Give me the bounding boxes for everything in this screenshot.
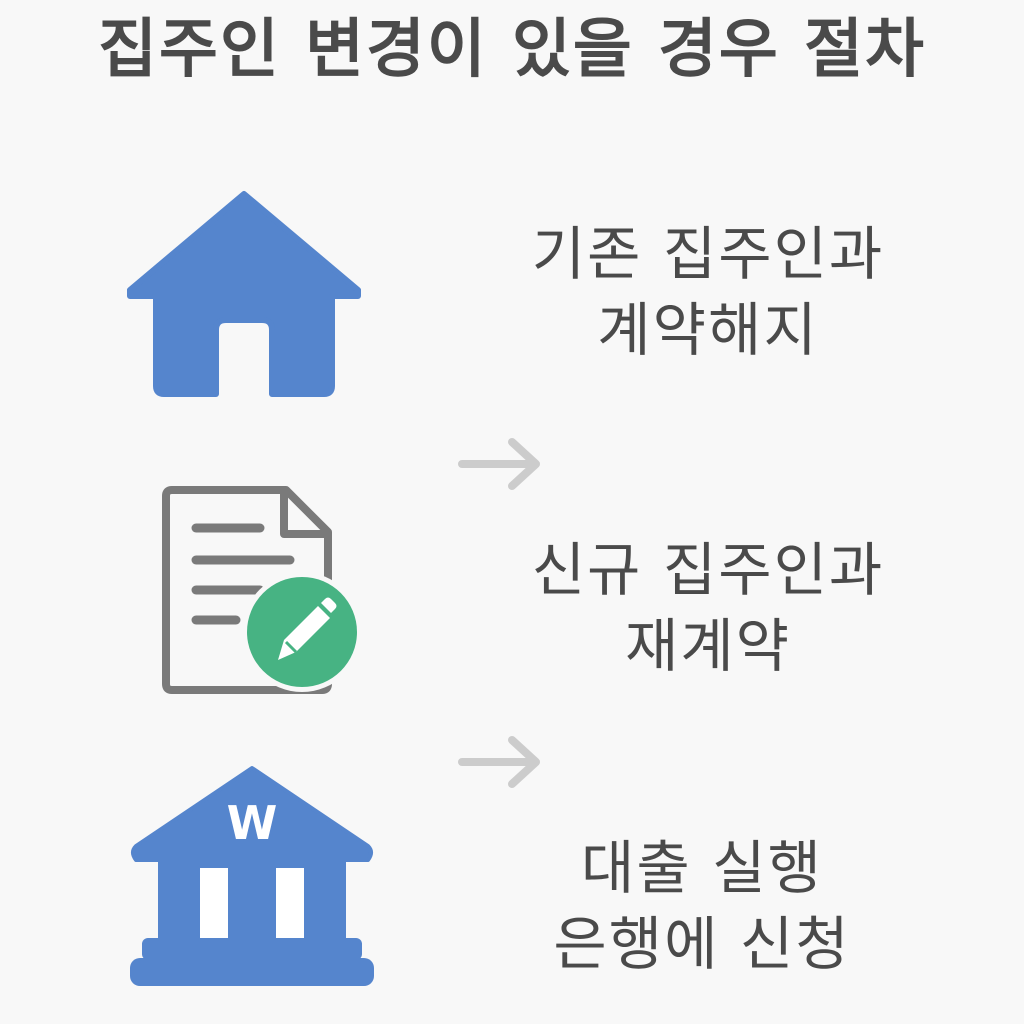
step-2-line-2: 재계약 xyxy=(624,612,792,680)
step-1-line-2: 계약해지 xyxy=(597,296,819,364)
document-edit-icon xyxy=(160,484,364,696)
step-3-text: 대출 실행 은행에 신청 xyxy=(482,830,922,982)
step-3-line-2: 은행에 신청 xyxy=(553,910,851,978)
house-icon xyxy=(126,190,362,400)
step-2-text: 신규 집주인과 재계약 xyxy=(488,532,928,684)
bank-currency-label: W xyxy=(226,796,278,850)
page-title: 집주인 변경이 있을 경우 절차 xyxy=(98,13,926,87)
arrow-right-icon xyxy=(456,732,546,792)
pencil-icon xyxy=(278,597,337,660)
step-1-text: 기존 집주인과 계약해지 xyxy=(488,216,928,368)
step-1-line-1: 기존 집주인과 xyxy=(531,220,885,288)
arrow-right-icon xyxy=(456,434,546,494)
bank-icon: W xyxy=(128,764,376,988)
step-3-line-1: 대출 실행 xyxy=(581,834,823,902)
step-2-line-1: 신규 집주인과 xyxy=(531,536,885,604)
